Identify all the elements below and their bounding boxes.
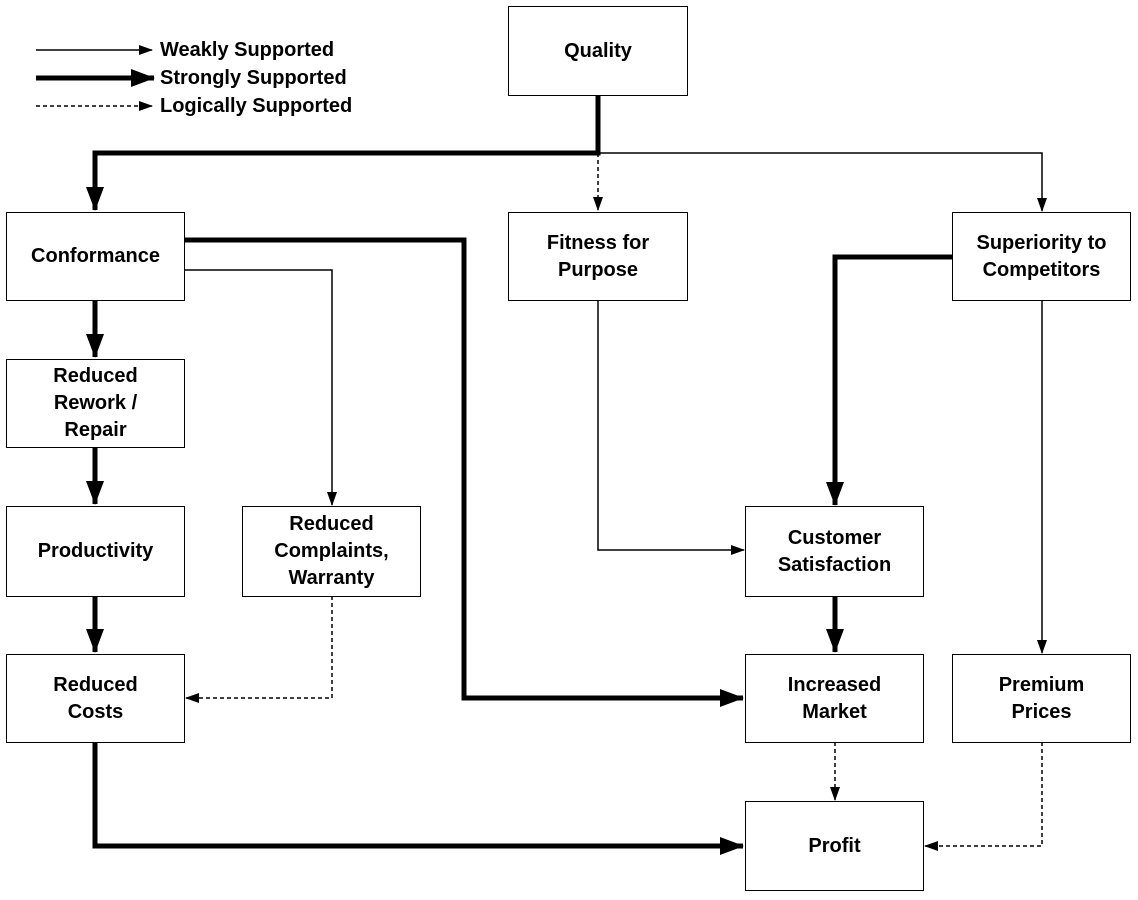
- node-fitness-for-purpose: Fitness for Purpose: [508, 212, 688, 301]
- node-reduced-costs: Reduced Costs: [6, 654, 185, 743]
- legend-strong-label: Strongly Supported: [160, 67, 347, 89]
- node-increased-market: Increased Market: [745, 654, 924, 743]
- node-profit: Profit: [745, 801, 924, 891]
- edge-superiority-customer: [826, 254, 952, 506]
- edge-costs-profit: [92, 742, 744, 855]
- edge-conformance-complaints: [184, 269, 337, 506]
- legend-logical-label: Logically Supported: [160, 95, 353, 117]
- node-reduced-rework: Reduced Rework / Repair: [6, 359, 185, 448]
- node-conformance: Conformance: [6, 212, 185, 301]
- node-reduced-complaints: Reduced Complaints, Warranty: [242, 506, 421, 597]
- edge-complaints-costs: [185, 596, 333, 703]
- edge-premium-profit: [924, 742, 1043, 851]
- edge-fitness-customer: [597, 300, 745, 555]
- node-superiority-to-competitors: Superiority to Competitors: [952, 212, 1131, 301]
- edge-quality-conformance: [86, 95, 601, 211]
- node-productivity: Productivity: [6, 506, 185, 597]
- edge-conformance-market: [184, 237, 744, 707]
- node-premium-prices: Premium Prices: [952, 654, 1131, 743]
- node-quality: Quality: [508, 6, 688, 96]
- node-customer-satisfaction: Customer Satisfaction: [745, 506, 924, 597]
- legend-weak-label: Weakly Supported: [160, 39, 335, 61]
- edge-quality-superiority: [598, 152, 1047, 212]
